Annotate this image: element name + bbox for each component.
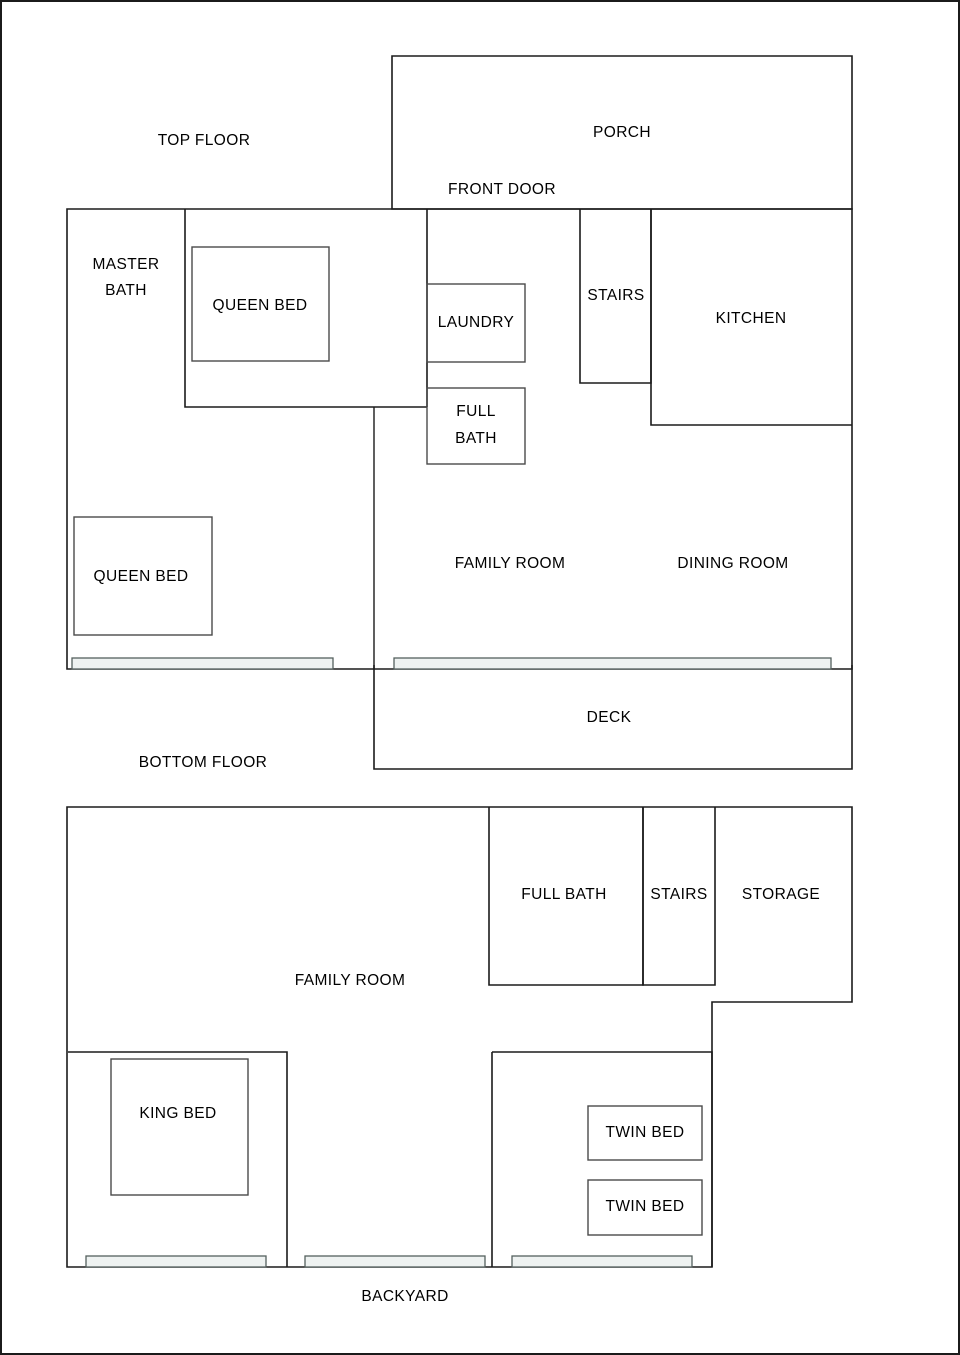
master-queen-bed-rect xyxy=(191,246,330,362)
label-queen-bed-second: QUEEN BED xyxy=(93,567,189,585)
laundry-rect xyxy=(426,283,526,363)
stairs-rect-bottom xyxy=(642,807,716,986)
twin-bed-2-rect xyxy=(587,1179,703,1236)
label-deck: DECK xyxy=(586,708,632,726)
king-bed-rect xyxy=(110,1058,249,1196)
king-bedroom-walls xyxy=(68,1051,288,1267)
label-stairs-top: STAIRS xyxy=(587,286,645,304)
twin-bedroom-walls xyxy=(491,1051,713,1267)
kitchen-walls xyxy=(650,209,852,426)
label-twin-bed-1: TWIN BED xyxy=(605,1123,685,1141)
label-storage: STORAGE xyxy=(741,885,821,903)
deck-outline xyxy=(373,665,853,770)
sliding-door-bedroom xyxy=(71,657,334,670)
label-kitchen: KITCHEN xyxy=(715,309,787,327)
label-full-bath-top-line1: FULL xyxy=(456,402,496,420)
label-bottom-floor: BOTTOM FLOOR xyxy=(138,753,268,771)
label-master-bath-line2: BATH xyxy=(105,281,147,299)
label-twin-bed-2: TWIN BED xyxy=(605,1197,685,1215)
master-bedroom-walls xyxy=(184,209,427,408)
label-top-floor: TOP FLOOR xyxy=(157,131,251,149)
twin-bed-1-rect xyxy=(587,1105,703,1161)
label-stairs-bottom: STAIRS xyxy=(650,885,708,903)
label-family-room-top: FAMILY ROOM xyxy=(454,554,566,572)
bottom-floor-outline xyxy=(66,806,853,1268)
label-full-bath-top-line2: BATH xyxy=(455,429,497,447)
label-family-room-bottom: FAMILY ROOM xyxy=(294,971,406,989)
sliding-door-twin-bedroom xyxy=(511,1255,693,1268)
label-porch: PORCH xyxy=(593,123,651,141)
full-bath-rect-top xyxy=(426,387,526,465)
sliding-door-family-room xyxy=(304,1255,486,1268)
label-king-bed: KING BED xyxy=(139,1104,217,1122)
label-master-bath-line1: MASTER xyxy=(92,255,160,273)
label-laundry: LAUNDRY xyxy=(437,313,515,331)
label-front-door: FRONT DOOR xyxy=(448,180,556,198)
second-queen-bed-rect xyxy=(73,516,213,636)
sliding-door-deck xyxy=(393,657,832,670)
label-backyard: BACKYARD xyxy=(361,1287,449,1305)
sliding-door-king-bedroom xyxy=(85,1255,267,1268)
label-dining-room: DINING ROOM xyxy=(677,554,789,572)
label-queen-bed-master: QUEEN BED xyxy=(212,296,308,314)
label-full-bath-bottom: FULL BATH xyxy=(521,885,607,903)
